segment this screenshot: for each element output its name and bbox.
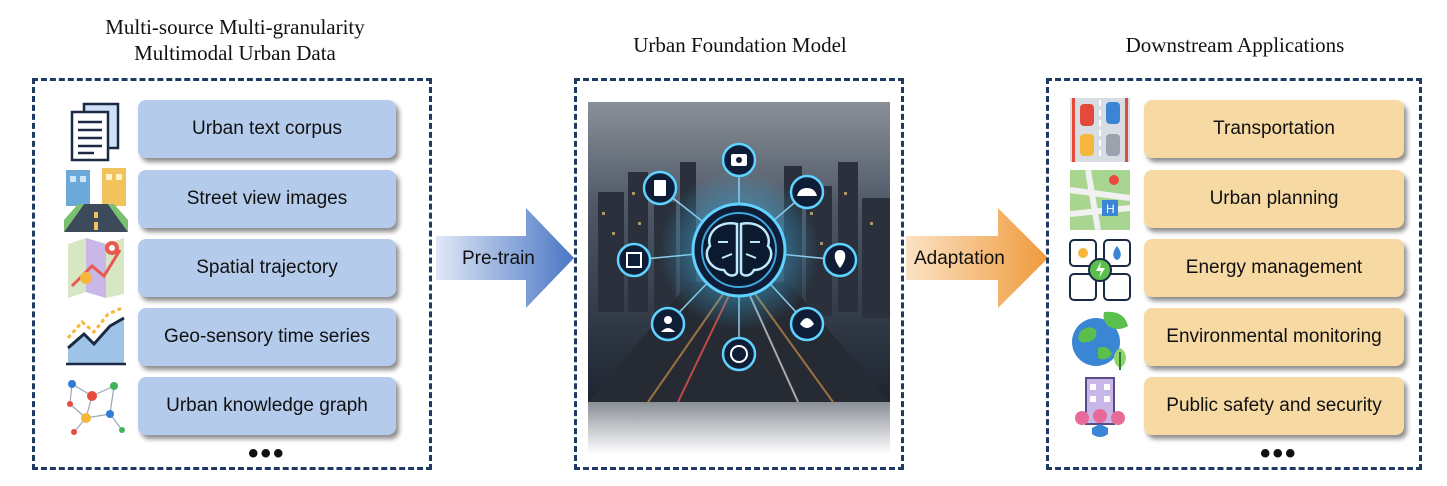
document-icon xyxy=(70,102,120,162)
pretrain-arrow xyxy=(436,208,574,308)
applications-ellipsis: ••• xyxy=(1260,437,1298,470)
data-sources-panel xyxy=(32,78,432,470)
foundation-model-panel xyxy=(574,78,904,470)
data-source-spatial-trajectory: Spatial trajectory xyxy=(138,239,396,297)
applications-panel xyxy=(1046,78,1422,470)
time-series-icon xyxy=(66,306,126,366)
data-source-urban-knowledge-graph: Urban knowledge graph xyxy=(138,377,396,435)
data-source-street-view-images: Street view images xyxy=(138,170,396,228)
application-energy-management: Energy management xyxy=(1144,239,1404,297)
street-view-icon xyxy=(64,168,128,232)
application-transportation: Transportation xyxy=(1144,100,1404,158)
adaptation-arrow xyxy=(906,208,1048,308)
application-public-safety: Public safety and security xyxy=(1144,377,1404,435)
city-map-icon: H xyxy=(1069,169,1131,231)
knowledge-graph-icon xyxy=(67,380,125,435)
traffic-cars-icon xyxy=(1070,98,1130,162)
safety-buildings-icon xyxy=(1075,377,1125,437)
model-section-title: Urban Foundation Model xyxy=(633,33,847,57)
application-environmental-monitoring: Environmental monitoring xyxy=(1144,308,1404,366)
data-source-urban-text-corpus: Urban text corpus xyxy=(138,100,396,158)
applications-section-title: Downstream Applications xyxy=(1125,33,1345,57)
data-section-title: Multi-source Multi-granularity Multimoda… xyxy=(30,14,440,66)
svg-text:H: H xyxy=(1106,202,1115,216)
data-section-title-line1: Multi-source Multi-granularity xyxy=(105,15,365,39)
pretrain-label: Pre-train xyxy=(462,248,535,269)
data-sources-ellipsis: ••• xyxy=(248,437,286,470)
urban-foundation-model-illustration xyxy=(588,102,890,454)
data-section-title-line2: Multimodal Urban Data xyxy=(134,41,336,65)
energy-icon xyxy=(1069,239,1131,301)
adaptation-label: Adaptation xyxy=(914,248,1005,269)
data-source-geo-sensory-time-series: Geo-sensory time series xyxy=(138,308,396,366)
application-urban-planning: Urban planning xyxy=(1144,170,1404,228)
earth-leaf-icon xyxy=(1072,311,1128,370)
map-trajectory-icon xyxy=(68,238,124,298)
